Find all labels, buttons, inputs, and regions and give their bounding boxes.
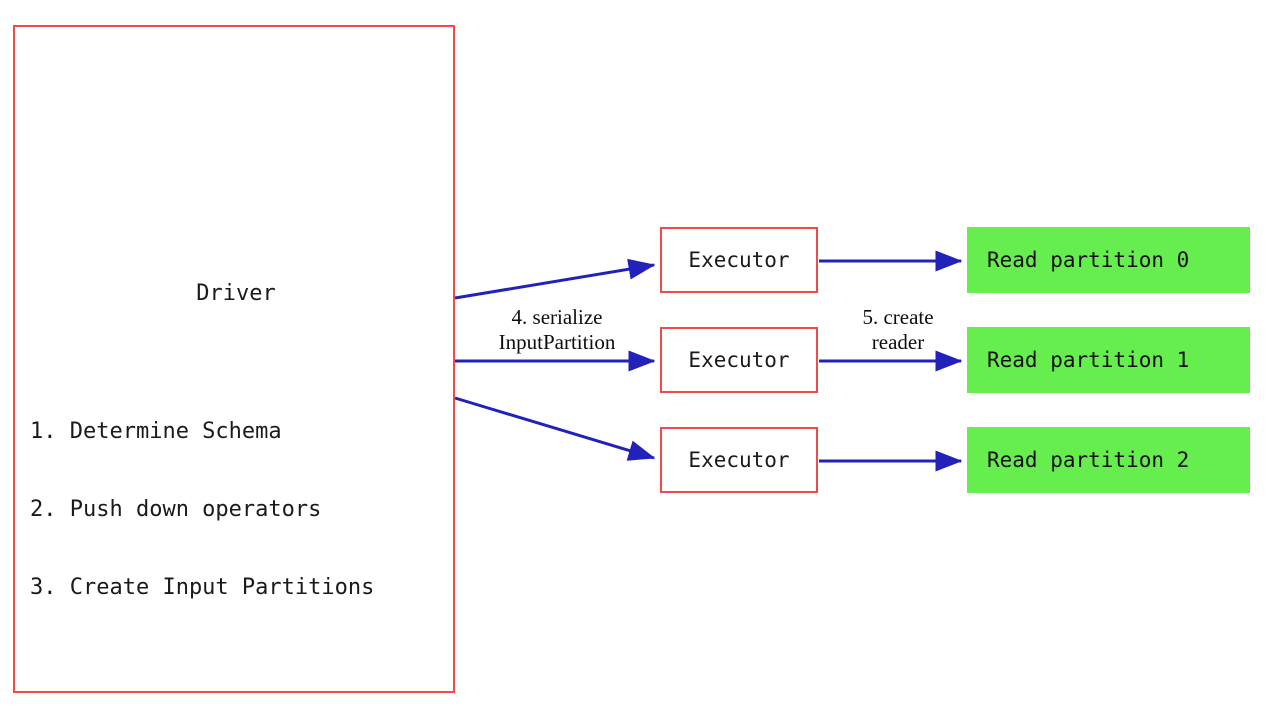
edge-label-serialize-input-partition: 4. serialize InputPartition <box>498 305 616 354</box>
driver-step-1: 1. Determine Schema <box>30 419 282 444</box>
partition-box-1: Read partition 1 <box>967 327 1250 393</box>
driver-step-3: 3. Create Input Partitions <box>30 575 375 600</box>
arrow-driver-to-executor-2 <box>454 396 656 461</box>
executor-box-0: Executor <box>660 227 818 293</box>
partition-box-0: Read partition 0 <box>967 227 1250 293</box>
executor-box-1: Executor <box>660 327 818 393</box>
driver-title: Driver <box>196 281 276 306</box>
driver-box: Driver 1. Determine Schema 2. Push down … <box>13 25 455 693</box>
driver-step-2: 2. Push down operators <box>30 497 322 522</box>
executor-label-1: Executor <box>688 348 790 372</box>
arrow-driver-to-executor-0 <box>454 258 656 300</box>
partition-label-1: Read partition 1 <box>987 348 1190 372</box>
driver-steps-list: 1. Determine Schema 2. Push down operato… <box>30 367 450 653</box>
partition-box-2: Read partition 2 <box>967 427 1250 493</box>
edge-label-create-reader: 5. create reader <box>862 305 934 354</box>
partition-label-2: Read partition 2 <box>987 448 1190 472</box>
partition-label-0: Read partition 0 <box>987 248 1190 272</box>
executor-label-0: Executor <box>688 248 790 272</box>
executor-label-2: Executor <box>688 448 790 472</box>
executor-box-2: Executor <box>660 427 818 493</box>
